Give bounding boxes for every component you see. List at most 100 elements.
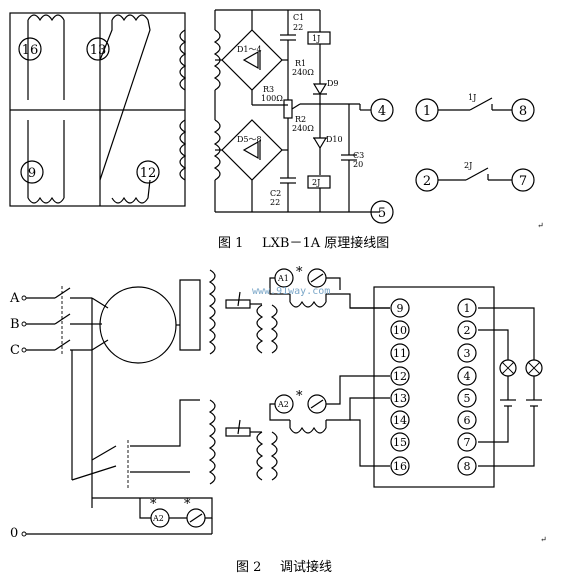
diode-d10: D10	[312, 104, 343, 175]
svg-text:调试接线: 调试接线	[280, 559, 332, 575]
capacitor-c3: C3 20	[341, 151, 364, 212]
svg-text:0: 0	[10, 526, 18, 541]
terminal-right-4: 5	[457, 388, 477, 408]
svg-text:A2: A2	[152, 514, 164, 523]
relay-2j: 2J	[307, 175, 331, 212]
motor	[99, 286, 177, 364]
lower-switch	[71, 440, 150, 490]
svg-text:A1: A1	[277, 274, 289, 283]
svg-text:240Ω: 240Ω	[292, 68, 314, 77]
svg-text:D10: D10	[326, 135, 343, 144]
terminal-right-3: 4	[457, 366, 477, 386]
terminal-left-5: 14	[390, 410, 410, 430]
svg-text:↵: ↵	[540, 535, 547, 544]
phase-meter-lower	[307, 394, 327, 414]
svg-text:↵: ↵	[537, 221, 544, 230]
phase-c: C	[10, 343, 55, 358]
terminal-13: 13	[86, 37, 110, 61]
svg-text:8: 8	[519, 104, 527, 119]
svg-text:R2: R2	[295, 115, 306, 124]
relay-under-test	[373, 286, 495, 488]
output-terminal-5: 5	[370, 200, 394, 224]
svg-text:4: 4	[464, 370, 471, 383]
svg-text:100Ω: 100Ω	[261, 94, 283, 103]
variac-upper	[208, 269, 262, 355]
indicator-lamp-right	[525, 359, 543, 377]
phase-a: A	[9, 291, 55, 306]
svg-text:20: 20	[353, 160, 363, 169]
capacitor-c2: C2 22	[270, 150, 296, 212]
primary-coil-upper	[179, 29, 187, 91]
svg-text:1J: 1J	[312, 34, 320, 43]
variac-lower	[208, 399, 262, 485]
output-terminal-4: 4	[359, 98, 394, 122]
terminal-9: 9	[20, 160, 44, 184]
svg-text:4: 4	[378, 104, 386, 119]
svg-text:5: 5	[378, 206, 386, 221]
svg-text:7: 7	[519, 174, 527, 189]
svg-text:2J: 2J	[464, 161, 472, 170]
relay-1j: 1J	[307, 10, 331, 80]
svg-text:13: 13	[90, 43, 107, 58]
terminal-right-1: 2	[457, 320, 477, 340]
ammeter-a1: A1	[274, 268, 294, 288]
svg-text:1J: 1J	[468, 93, 476, 102]
indicator-lamp-left	[499, 359, 517, 377]
transformer-lower	[256, 420, 327, 481]
svg-text:*: *	[184, 497, 191, 512]
contact-1j: 1 1J 8	[415, 93, 535, 122]
terminal-left-7: 16	[390, 456, 410, 476]
svg-text:14: 14	[393, 414, 407, 427]
svg-text:12: 12	[393, 370, 407, 383]
svg-text:9: 9	[397, 302, 404, 315]
contact-2j: 2 2J 7	[415, 161, 535, 192]
resistor-r3: R3 100Ω	[261, 85, 301, 150]
svg-text:C: C	[10, 343, 20, 358]
svg-text:5: 5	[464, 392, 471, 405]
terminal-right-7: 8	[457, 456, 477, 476]
ammeter-bottom: A2 *	[150, 497, 170, 528]
resistor-r1: R1 240Ω	[287, 59, 314, 100]
terminal-left-0: 9	[390, 298, 410, 318]
svg-text:*: *	[150, 497, 157, 512]
terminal-left-3: 12	[390, 366, 410, 386]
svg-text:图 2: 图 2	[236, 560, 261, 575]
svg-text:7: 7	[464, 436, 471, 449]
svg-text:13: 13	[393, 392, 407, 405]
svg-text:*: *	[296, 389, 303, 404]
capacitor-c1: C1 22	[280, 10, 304, 60]
svg-text:C3: C3	[353, 151, 364, 160]
svg-text:D1～4: D1～4	[237, 45, 262, 54]
three-phase-switch	[54, 286, 92, 356]
svg-text:2: 2	[423, 174, 431, 189]
svg-text:B: B	[10, 317, 20, 332]
svg-text:10: 10	[393, 324, 407, 337]
figure-1-caption: 图 1 LXB－1A 原理接线图	[218, 235, 389, 251]
figure-2: A B C	[9, 265, 547, 544]
svg-text:D5～8: D5～8	[237, 135, 262, 144]
terminal-16: 16	[18, 37, 42, 61]
svg-text:图 1: 图 1	[218, 236, 243, 251]
terminal-right-2: 3	[457, 343, 477, 363]
svg-text:16: 16	[22, 43, 39, 58]
svg-text:240Ω: 240Ω	[292, 124, 314, 133]
svg-text:A: A	[9, 291, 20, 306]
phase-b: B	[10, 317, 55, 332]
svg-text:22: 22	[293, 23, 303, 32]
svg-text:15: 15	[393, 436, 407, 449]
svg-text:*: *	[296, 265, 303, 280]
resistor-r2: R2 240Ω	[292, 115, 314, 133]
svg-text:C2: C2	[270, 189, 281, 198]
svg-text:R1: R1	[295, 59, 306, 68]
svg-text:C1: C1	[293, 13, 304, 22]
figure-2-caption: 图 2 调试接线	[236, 559, 332, 575]
terminal-right-6: 7	[457, 432, 477, 452]
battery	[500, 399, 542, 407]
phase-meter-upper	[307, 268, 327, 288]
phase-meter-bottom: *	[184, 497, 206, 528]
svg-text:22: 22	[270, 198, 280, 207]
svg-text:1: 1	[464, 302, 471, 315]
